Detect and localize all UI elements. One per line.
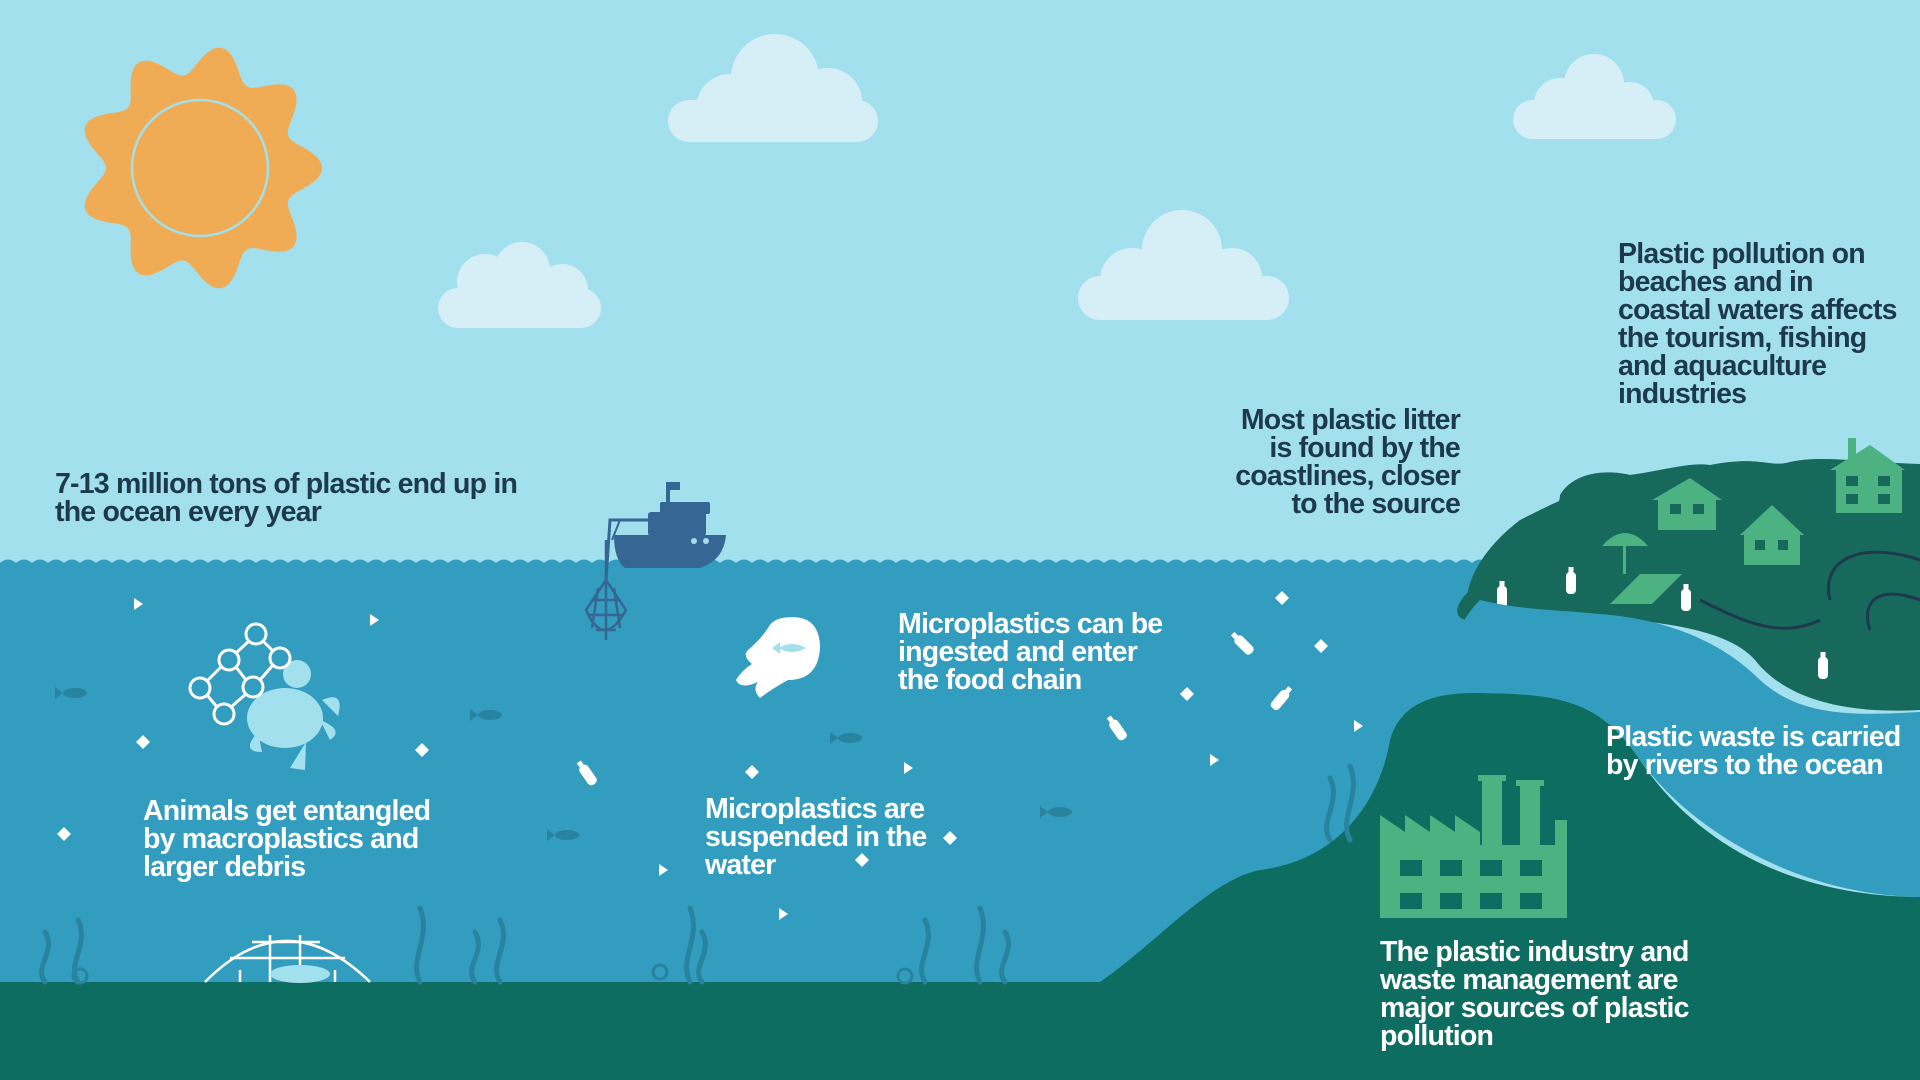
seaweed-icon [72,917,84,985]
shell-icon [71,967,89,985]
label-line: pollution [1380,1020,1494,1052]
shell-icon [651,963,669,981]
label-line: coastlines, closer [1235,460,1461,492]
seaweed-icon [999,929,1011,985]
microplastic-speck [659,864,668,876]
sun-icon [84,47,322,289]
label-line: The plastic industry and [1380,936,1689,968]
sea-water [0,559,1560,982]
label-line: the ocean every year [55,496,322,528]
microplastic-speck [136,735,150,749]
label-line: Animals get entangled [143,795,431,827]
turtle-entangled-icon [188,622,340,770]
floating-trash-icon [1681,584,1691,611]
label-line: and aquaculture [1618,350,1827,382]
seaweed-icon [696,929,708,985]
microplastic-speck [134,598,143,610]
label-line: water [705,849,776,881]
house-icon [1740,505,1804,565]
coastlines-label: Most plastic litter is found by the coas… [1235,404,1461,520]
cloud-icon [1078,210,1289,320]
entangled-label: Animals get entangled by macroplastics a… [143,795,431,883]
ocean-amount-label: 7-13 million tons of plastic end up in t… [55,468,518,528]
cloud-icon [668,34,878,142]
label-line: by macroplastics and [143,823,419,855]
fish-icon [1040,806,1072,818]
floating-trash-icon [1230,631,1254,655]
floating-trash-icon [1106,715,1127,741]
microplastic-speck [904,762,913,774]
microplastic-speck [745,765,759,779]
house-icon [1652,478,1722,530]
label-line: waste management are [1380,964,1678,996]
seaweed-icon [494,917,506,985]
label-line: the tourism, fishing [1618,322,1867,354]
label-line: coastal waters affects [1618,294,1897,326]
floating-trash-icon [1566,567,1576,594]
river [1699,550,1920,631]
cloud-icon [1513,54,1676,139]
tourism-label: Plastic pollution on beaches and in coas… [1618,238,1897,410]
fishing-net-icon [204,935,371,983]
fish-icon [547,829,579,841]
microplastic-speck [1314,639,1328,653]
floating-trash-icon [576,760,597,786]
fish-icon [470,709,502,721]
coastal-land [1466,495,1580,620]
label-line: is found by the [1269,432,1460,464]
rivers-label: Plastic waste is carried by rivers to th… [1606,721,1901,781]
microplastic-speck [415,743,429,757]
fishing-boat-icon [604,482,726,581]
label-line: larger debris [143,851,306,883]
fishing-net-icon [584,540,628,640]
floating-trash-icon [1818,652,1828,679]
label-line: Plastic pollution on [1618,238,1866,270]
microplastic-speck [1180,687,1194,701]
microplastic-speck [855,853,869,867]
microplastic-speck [1210,754,1219,766]
seaweed-icon [469,929,481,985]
floating-trash-icon [1497,581,1507,608]
house-icon [1830,438,1905,513]
seaweed-icon [39,929,51,985]
label-line: beaches and in [1618,266,1814,298]
label-line: industries [1618,378,1747,410]
label-line: Most plastic litter [1240,404,1461,436]
fish-icon [55,687,87,699]
microplastic-speck [57,827,71,841]
label-line: major sources of plastic [1380,992,1689,1024]
label-line: suspended in the [705,821,927,853]
river-water [1453,600,1920,897]
plastic-bag-fish-icon [736,617,820,698]
shell-icon [896,967,914,985]
microplastic-speck [779,908,788,920]
seaweed-icon [414,905,426,985]
label-line: the food chain [898,664,1082,696]
label-line: by rivers to the ocean [1606,749,1884,781]
label-line: Microplastics are [705,793,925,825]
industry-label: The plastic industry and waste managemen… [1380,936,1689,1052]
seaweed-icon [974,905,986,985]
seaweed-icon [684,905,696,985]
floating-trash-icon [1270,686,1293,711]
label-line: ingested and enter [898,636,1138,668]
cloud-icon [438,242,601,328]
label-line: Plastic waste is carried [1606,721,1901,753]
microplastic-speck [943,831,957,845]
fish-icon [830,732,862,744]
label-line: to the source [1291,488,1460,520]
microplastic-speck [370,614,379,626]
seaweed-icon [919,917,931,985]
seaweed-icon [1344,763,1356,843]
seaweed-icon [1324,775,1336,843]
factory-icon [1380,775,1567,918]
food-chain-label: Microplastics can be ingested and enter … [898,608,1163,696]
microplastic-speck [1275,591,1289,605]
microplastic-speck [1354,720,1363,732]
beach-umbrella-icon [1602,533,1682,604]
label-line: 7-13 million tons of plastic end up in [55,468,518,500]
suspended-label: Microplastics are suspended in the water [705,793,927,881]
label-line: Microplastics can be [898,608,1163,640]
